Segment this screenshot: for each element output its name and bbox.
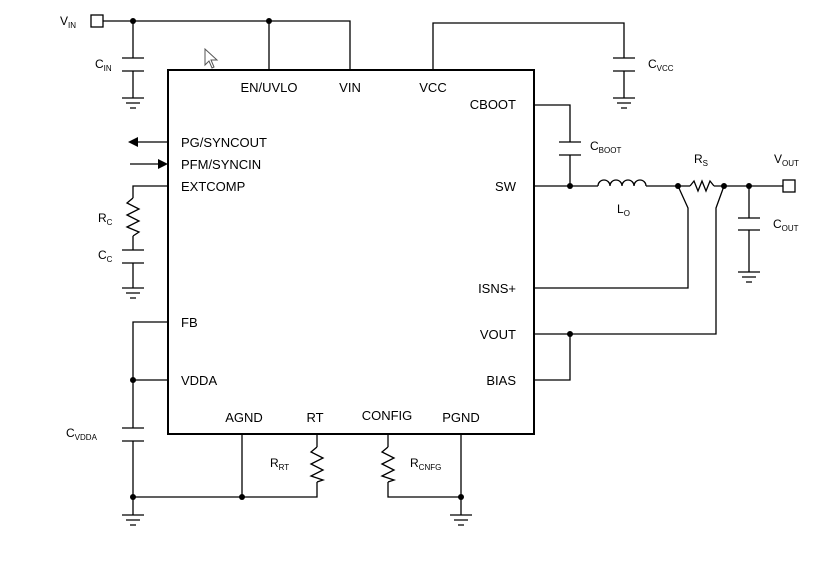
cvdda-capacitor xyxy=(122,427,144,442)
cin-capacitor xyxy=(122,57,144,72)
capacitors xyxy=(122,57,760,442)
cvcc-capacitor xyxy=(613,57,635,72)
pin-vout: VOUT xyxy=(480,327,516,342)
lo-inductor xyxy=(597,179,647,187)
pg-output-arrow xyxy=(128,137,138,147)
pin-cboot: CBOOT xyxy=(470,97,516,112)
rrt-resistor xyxy=(309,446,326,483)
rc-resistor xyxy=(125,197,141,237)
pin-labels: EN/UVLO VIN VCC CBOOT PG/SYNCOUT PFM/SYN… xyxy=(181,80,517,425)
ground-cin xyxy=(122,97,144,109)
label-cc: CC xyxy=(98,248,113,264)
mouse-pointer-icon xyxy=(204,47,219,69)
pin-sw: SW xyxy=(495,179,517,194)
ground-cc xyxy=(122,287,144,299)
label-rcnfg: RCNFG xyxy=(410,456,441,472)
pin-agnd: AGND xyxy=(225,410,263,425)
pin-rt: RT xyxy=(306,410,323,425)
cc-capacitor xyxy=(122,249,144,264)
resistors xyxy=(125,179,715,483)
component-labels: VIN CIN CVCC CBOOT RS VOUT LO COUT RC CC… xyxy=(60,14,799,472)
label-rc: RC xyxy=(98,211,113,227)
vout-terminal xyxy=(782,179,796,193)
junction-dots xyxy=(130,18,752,500)
rs-resistor xyxy=(689,179,715,193)
label-cout: COUT xyxy=(773,217,799,233)
ic-body xyxy=(167,69,535,435)
label-rs: RS xyxy=(694,152,708,168)
label-lo: LO xyxy=(617,202,630,218)
cout-capacitor xyxy=(738,217,760,231)
label-cin: CIN xyxy=(95,57,112,73)
cboot-capacitor xyxy=(559,141,581,156)
pin-config: CONFIG xyxy=(362,408,413,423)
pfm-input-arrow xyxy=(158,159,168,169)
pin-pfm-syncin: PFM/SYNCIN xyxy=(181,157,261,172)
ground-agnd xyxy=(122,514,144,526)
ground-symbols xyxy=(122,97,760,526)
ground-cvcc xyxy=(613,97,635,109)
pin-fb: FB xyxy=(181,315,198,330)
pin-vdda: VDDA xyxy=(181,373,217,388)
pin-pg-syncout: PG/SYNCOUT xyxy=(181,135,267,150)
ground-pgnd xyxy=(450,514,472,526)
label-cvdda: CVDDA xyxy=(66,426,98,442)
pin-extcomp: EXTCOMP xyxy=(181,179,245,194)
pin-isns: ISNS+ xyxy=(478,281,516,296)
ground-cout xyxy=(738,271,760,283)
vin-terminal xyxy=(90,14,104,28)
pin-en-uvlo: EN/UVLO xyxy=(240,80,297,95)
rcnfg-resistor xyxy=(380,446,397,483)
pin-vin: VIN xyxy=(339,80,361,95)
label-vin: VIN xyxy=(60,14,76,30)
label-vout: VOUT xyxy=(774,152,799,168)
pin-pgnd: PGND xyxy=(442,410,480,425)
pin-bias: BIAS xyxy=(486,373,516,388)
wires xyxy=(103,20,783,515)
pin-vcc: VCC xyxy=(419,80,446,95)
label-rrt: RRT xyxy=(270,456,289,472)
label-cboot: CBOOT xyxy=(590,139,621,155)
label-cvcc: CVCC xyxy=(648,57,674,73)
